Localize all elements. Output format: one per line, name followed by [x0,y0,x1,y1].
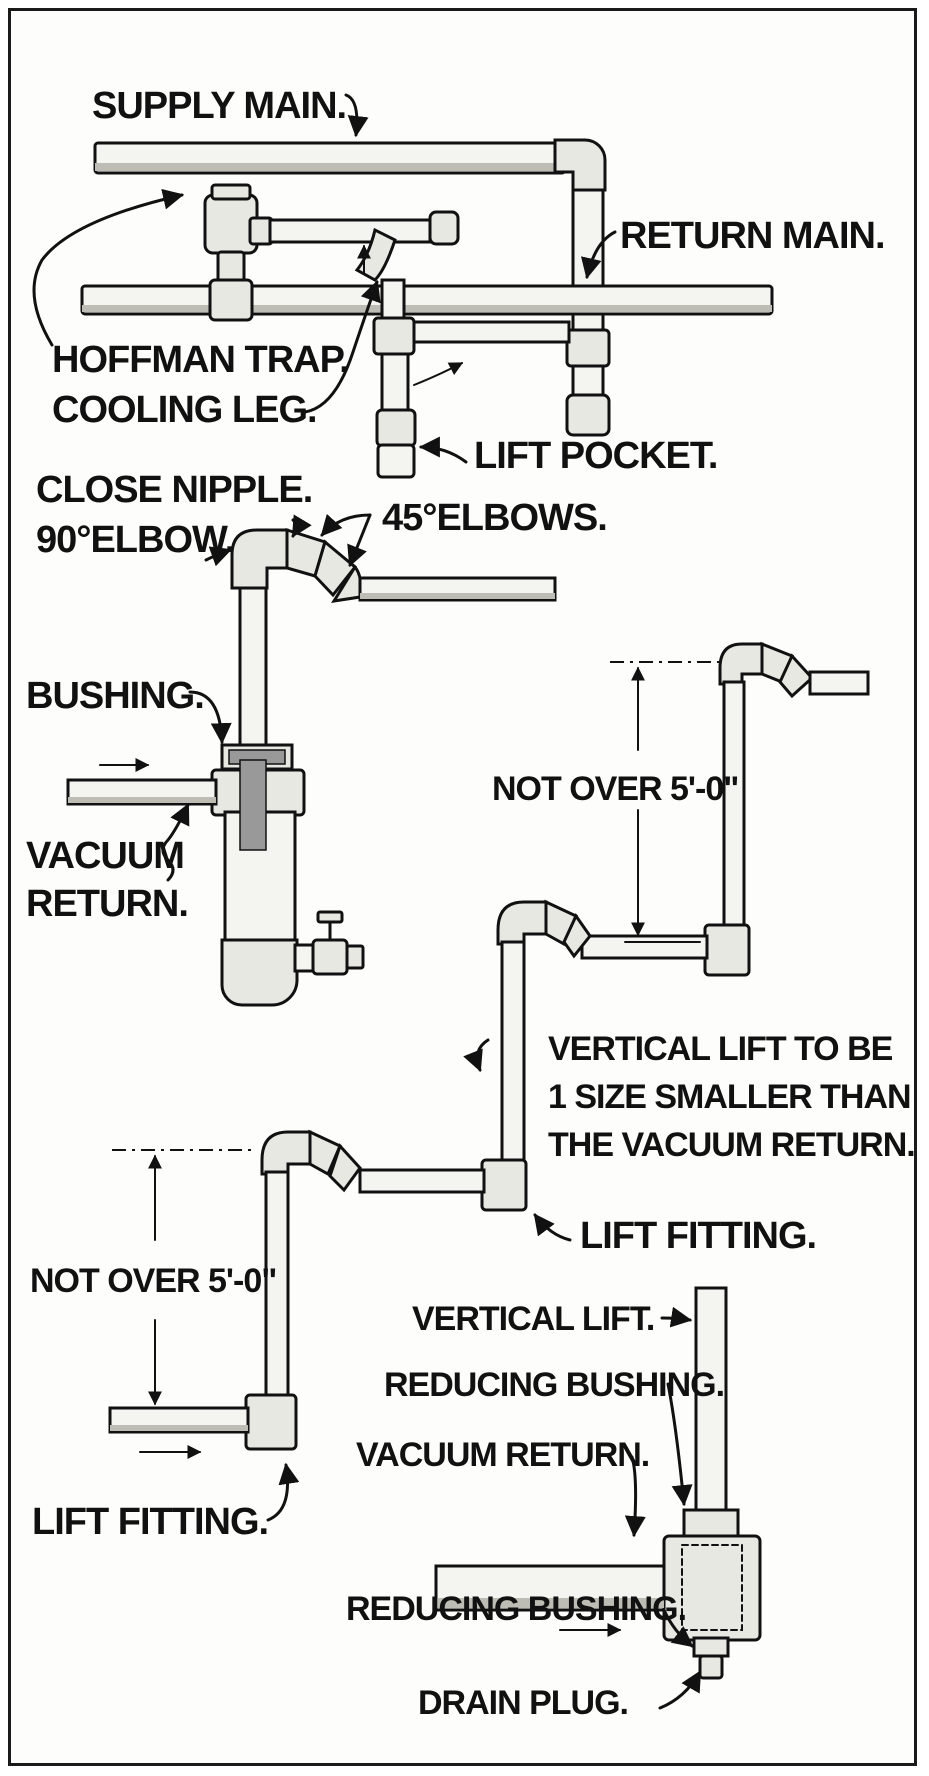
lift-pocket-label: LIFT POCKET. [474,435,717,477]
lift-fitting-left-label: LIFT FITTING. [32,1501,268,1543]
supply-main-pipe [93,141,567,175]
supply-main-label: SUPPLY MAIN. [92,85,346,127]
hoffman-trap-label: HOFFMAN TRAP. [52,339,349,381]
elbow-90 [718,642,764,686]
supply-cap [565,393,611,437]
riser-pipe [238,586,268,750]
return-main-pipe [80,284,774,316]
vertical-lift-leader [660,1306,693,1328]
lift-pocket-leader [418,436,468,464]
elbow-90 [230,528,289,590]
lower-lift-assembly [108,1129,572,1522]
vacuum-return-label-line2: RETURN. [26,883,188,925]
dimension-lower-label: NOT OVER 5'-0" [30,1262,276,1300]
horizontal-pipe [808,670,870,696]
dimension-upper-label: NOT OVER 5'-0" [492,770,738,808]
cooling-leg [354,227,571,479]
lift-fitting-detail [434,1286,762,1710]
lift-fitting [480,1158,528,1212]
bushing-label: BUSHING. [26,675,204,717]
reducing-bushing-top-label: REDUCING BUSHING. [384,1366,724,1404]
hoffman-trap-leader [32,188,185,347]
vertical-lift-pipe [694,1286,728,1520]
elbows-45-leader-b [347,513,372,567]
drain-valve [311,910,365,976]
close-nipple-label: CLOSE NIPPLE. [36,469,312,511]
drain-plug [698,1654,724,1680]
elbow-90 [496,900,548,946]
vertical-lift-note-leader [463,1038,490,1072]
reducing-bushing-bottom-label: REDUCING BUSHING. [346,1590,686,1628]
flow-arrow [413,362,464,386]
supply-tee [565,328,611,368]
reducing-bushing [682,1508,740,1540]
vertical-lift-note-line3: THE VACUUM RETURN. [548,1126,915,1164]
lift-fitting-left-leader [266,1462,300,1522]
trap-assembly [32,93,774,479]
lift-fitting [703,923,751,977]
hoffman-trap [203,183,460,322]
elbow-45-b [313,539,358,598]
lift-fitting-right-leader [533,1213,572,1242]
bottom-elbow [220,938,299,1007]
vacuum-return-leader [161,803,190,882]
reducing-bushing-bottom-leader [662,1608,694,1648]
vertical-lift-label: VERTICAL LIFT. [412,1300,654,1338]
elbow-90-label: 90°ELBOW. [36,519,234,561]
cooling-leg-label: COOLING LEG. [52,389,317,431]
drain-plug-leader [658,1670,702,1710]
vacuum-return-detail-leader [624,1455,646,1538]
elbow-90-leader [204,546,232,567]
return-main-leader [580,230,617,280]
lift-fitting [244,1393,298,1451]
vertical-lift-note-line1: VERTICAL LIFT TO BE [548,1030,893,1068]
bushing-leader [188,690,232,745]
return-main-label: RETURN MAIN. [620,215,885,257]
elbow-90 [260,1130,312,1176]
vacuum-return-label-line1: VACUUM [26,835,184,877]
vertical-lift-pipe [500,940,526,1174]
close-nipple-leader [291,514,312,538]
vertical-lift-note-line2: 1 SIZE SMALLER THAN [548,1078,911,1116]
horizontal-pipe [580,934,709,960]
supply-main-leader [344,93,369,138]
elbows-45-label: 45°ELBOWS. [382,497,607,539]
elbows-45-leader-a [320,513,372,537]
supply-elbow [553,138,607,192]
lift-fitting-right-label: LIFT FITTING. [580,1215,816,1257]
reducing-bushing [692,1636,730,1658]
vacuum-return-detail-label: VACUUM RETURN. [356,1436,649,1474]
vacuum-return-assembly [66,513,557,1007]
horizontal-pipe [358,1168,486,1194]
drain-plug-label: DRAIN PLUG. [418,1684,628,1722]
upper-lift-assembly [463,641,870,1174]
cooling-leg-leader [303,280,381,414]
reducing-bushing-top-leader [666,1382,693,1507]
